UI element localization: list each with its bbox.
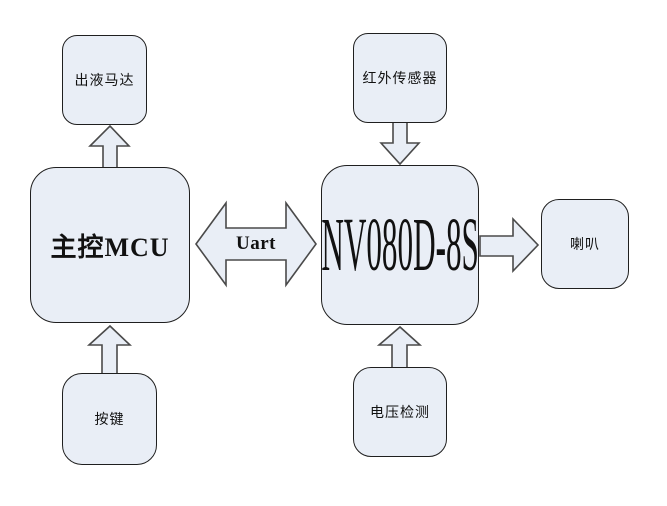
node-voltage-detect: 电压检测 <box>353 367 447 457</box>
node-dispense-motor: 出液马达 <box>62 35 147 125</box>
node-speaker: 喇叭 <box>541 199 629 289</box>
node-ir-sensor-label: 红外传感器 <box>362 72 438 87</box>
node-speaker-label: 喇叭 <box>570 238 600 253</box>
arrow-uart-bidirectional <box>195 200 317 288</box>
node-dispense-motor-label: 出液马达 <box>74 74 135 89</box>
node-main-mcu-label: 主控MCU <box>50 232 170 262</box>
node-main-mcu: 主控MCU <box>30 167 190 323</box>
node-keys-label: 按键 <box>94 413 125 428</box>
node-keys: 按键 <box>62 373 157 465</box>
node-voltage-detect-label: 电压检测 <box>370 406 430 421</box>
uart-connection-label: Uart <box>236 233 276 254</box>
node-nv080d-8s-label: NV080D-8S <box>321 203 479 287</box>
node-ir-sensor: 红外传感器 <box>353 33 447 123</box>
arrow-keys-to-mcu <box>86 324 133 375</box>
arrow-nv080d-to-speaker <box>479 217 540 273</box>
arrow-voltage-to-nv080d <box>376 325 423 369</box>
node-nv080d-8s: NV080D-8S <box>321 165 479 325</box>
arrow-mcu-to-dispense-motor <box>88 124 131 169</box>
arrow-ir-sensor-to-nv080d <box>379 121 421 166</box>
